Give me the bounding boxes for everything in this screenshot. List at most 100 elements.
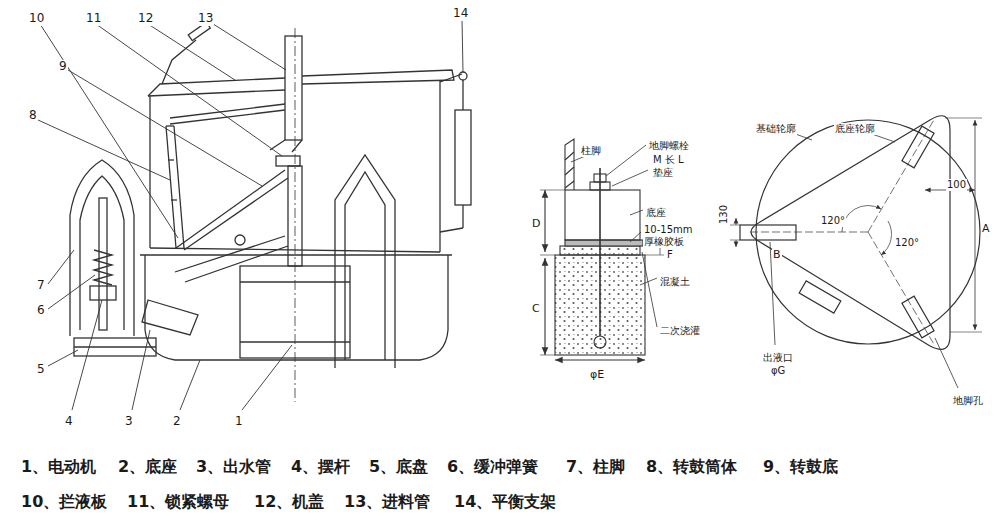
centrifuge-body: [145, 255, 448, 360]
legend-item-anchor: 12、机盖: [253, 493, 325, 511]
legend-item-anchor: 13、进料管: [343, 493, 431, 511]
leader-line: [40, 24, 178, 238]
dimension-label: 130: [718, 204, 730, 225]
legend-item: 4、摆杆: [290, 458, 351, 476]
foundation-section: [645, 255, 664, 256]
callout-number-anchor: 14: [452, 3, 469, 21]
part-name: 二次浇灌: [659, 325, 701, 337]
dimension-label-anchor: 100: [946, 174, 967, 192]
callout-number: 1: [234, 415, 244, 429]
callout-number-anchor: 11: [85, 8, 102, 26]
callout-number: 11: [85, 12, 102, 26]
centrifuge-body: [148, 78, 285, 96]
leader-line: [606, 145, 646, 176]
legend-item-anchor: 14、平衡支架: [453, 493, 557, 511]
part-name: 厚橡胶板: [643, 236, 685, 248]
leader-line: [210, 22, 286, 70]
part-name-anchor: 柱脚: [580, 140, 602, 158]
centrifuge-body: [171, 199, 177, 200]
part-name: 出液口: [762, 352, 794, 364]
part-name: 地脚螺栓: [648, 140, 690, 152]
foundation-plan: [868, 118, 935, 232]
part-name-anchor: M 长 L: [652, 149, 685, 167]
dimension-label-anchor: B: [772, 244, 782, 262]
centrifuge-body: [90, 286, 116, 300]
callout-number-anchor: 6: [36, 300, 46, 318]
centrifuge-body: [240, 281, 350, 282]
dimension-label: 120°: [820, 215, 846, 227]
callout-number: 3: [124, 415, 134, 429]
foundation-plan: [945, 118, 982, 119]
foundation-plan: [751, 116, 950, 350]
legend-item: 11、锁紧螺母: [126, 493, 230, 511]
callout-number: 8: [28, 109, 38, 123]
centrifuge-body: [142, 300, 198, 335]
leader-line: [935, 338, 958, 388]
leader-line: [462, 19, 463, 72]
centrifuge-body: [170, 104, 285, 118]
foundation-section: [565, 152, 574, 160]
foundation-plan: [748, 232, 868, 233]
callout-number-anchor: 13: [197, 8, 214, 26]
centrifuge-body: [70, 160, 134, 336]
legend-item-anchor: 1、电动机: [20, 458, 97, 476]
dimension-label-anchor: 120°: [894, 232, 920, 250]
part-name-anchor: 地脚孔: [952, 390, 984, 408]
legend-item: 13、进料管: [343, 493, 431, 511]
foundation-section: [565, 139, 574, 190]
dimension-label: 120°: [894, 237, 920, 249]
callout-number-anchor: 3: [124, 411, 134, 429]
leader-line: [38, 19, 463, 410]
dimension-label: 10-15mm: [643, 224, 694, 236]
callout-number: 4: [64, 415, 74, 429]
centrifuge-body: [70, 22, 471, 402]
leader-line: [180, 360, 200, 410]
part-name: 底座: [645, 207, 667, 219]
centrifuge-body: [175, 236, 288, 282]
dimension-label-anchor: φG: [770, 360, 786, 378]
foundation-section: [565, 190, 640, 240]
part-name: 垫座: [652, 167, 674, 179]
centrifuge-body: [74, 338, 156, 356]
centrifuge-body: [176, 170, 285, 248]
dimension-label: B: [772, 249, 782, 262]
callout-number: 14: [452, 7, 469, 21]
part-name-anchor: 底座轮廓: [834, 118, 876, 136]
foundation-plan: [902, 126, 934, 168]
centrifuge-body: [270, 140, 302, 152]
foundation-plan: [736, 218, 737, 225]
foundation-section: [565, 181, 574, 188]
foundation-plan: [730, 116, 982, 350]
leader-line: [38, 120, 170, 180]
dimension-label-anchor: F: [666, 244, 674, 262]
callout-number-anchor: 9: [58, 56, 68, 74]
foundation-plan: [740, 225, 796, 240]
centrifuge-body: [166, 125, 174, 126]
part-name: M 长 L: [652, 154, 685, 166]
part-name: 基础轮廓: [755, 123, 797, 135]
legend-item: 5、底盘: [368, 458, 429, 476]
centrifuge-body: [240, 266, 350, 358]
dimension-label-anchor: φE: [589, 364, 605, 382]
centrifuge-body: [459, 72, 467, 80]
part-name-anchor: 垫座: [652, 162, 674, 180]
dimension-label-anchor: D: [531, 213, 541, 231]
dimension-label: F: [666, 249, 674, 261]
leader-line: [770, 132, 958, 388]
foundation-section: [544, 190, 545, 252]
centrifuge-body: [288, 166, 302, 266]
foundation-plan: [975, 120, 976, 330]
dimension-label: 100: [946, 179, 967, 191]
dimension-label: A: [981, 223, 991, 236]
legend-item: 7、柱脚: [565, 458, 626, 476]
callout-number: 10: [28, 12, 45, 26]
callout-number-anchor: 7: [36, 275, 46, 293]
legend-item: 2、底座: [117, 458, 178, 476]
foundation-plan: [730, 240, 740, 241]
foundation-plan: [799, 281, 841, 313]
foundation-plan: [842, 206, 881, 232]
centrifuge-body: [150, 248, 440, 252]
legend-item: 14、平衡支架: [453, 493, 557, 511]
